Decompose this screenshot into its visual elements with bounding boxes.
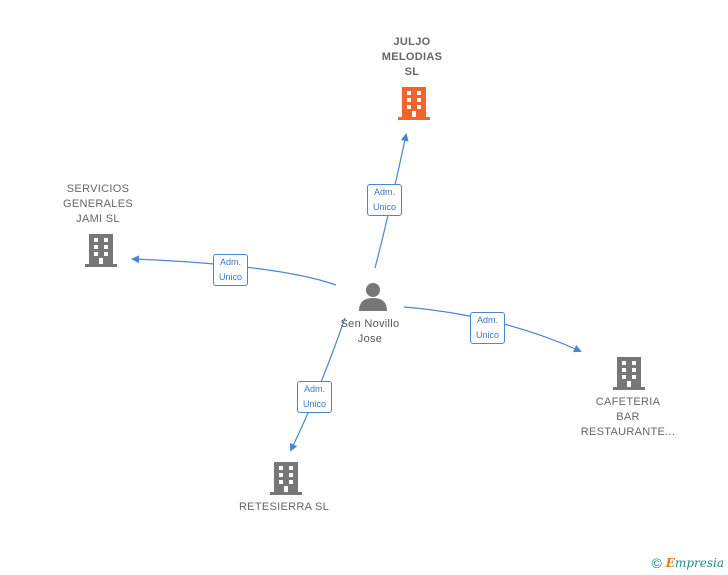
node-label-cafeteria[interactable]: CAFETERIA BAR RESTAURANTE...	[580, 396, 676, 438]
brand-logo[interactable]: Empresia	[665, 556, 724, 570]
edge-label-servicios: Adm. Unico	[213, 254, 249, 286]
edge-servicios	[131, 255, 337, 286]
edge-label-retesierra: Adm. Unico	[297, 381, 333, 413]
building-icon[interactable]	[613, 355, 645, 391]
node-label-servicios[interactable]: SERVICIOS GENERALES JAMI SL	[63, 183, 133, 225]
node-label-person[interactable]: Sen Novillo Jose	[340, 318, 400, 345]
footer-brand: © Empresia	[651, 555, 724, 571]
node-label-juljo[interactable]: JULJO MELODIAS SL	[381, 36, 443, 78]
copyright-icon: ©	[651, 555, 662, 571]
building-icon[interactable]	[270, 460, 302, 496]
building-icon[interactable]	[85, 232, 117, 268]
building-icon[interactable]	[398, 85, 430, 121]
person-icon[interactable]	[358, 282, 388, 312]
edge-label-cafeteria: Adm. Unico	[470, 312, 506, 344]
edge-label-juljo: Adm. Unico	[367, 184, 403, 216]
node-label-retesierra[interactable]: RETESIERRA SL	[238, 501, 330, 513]
